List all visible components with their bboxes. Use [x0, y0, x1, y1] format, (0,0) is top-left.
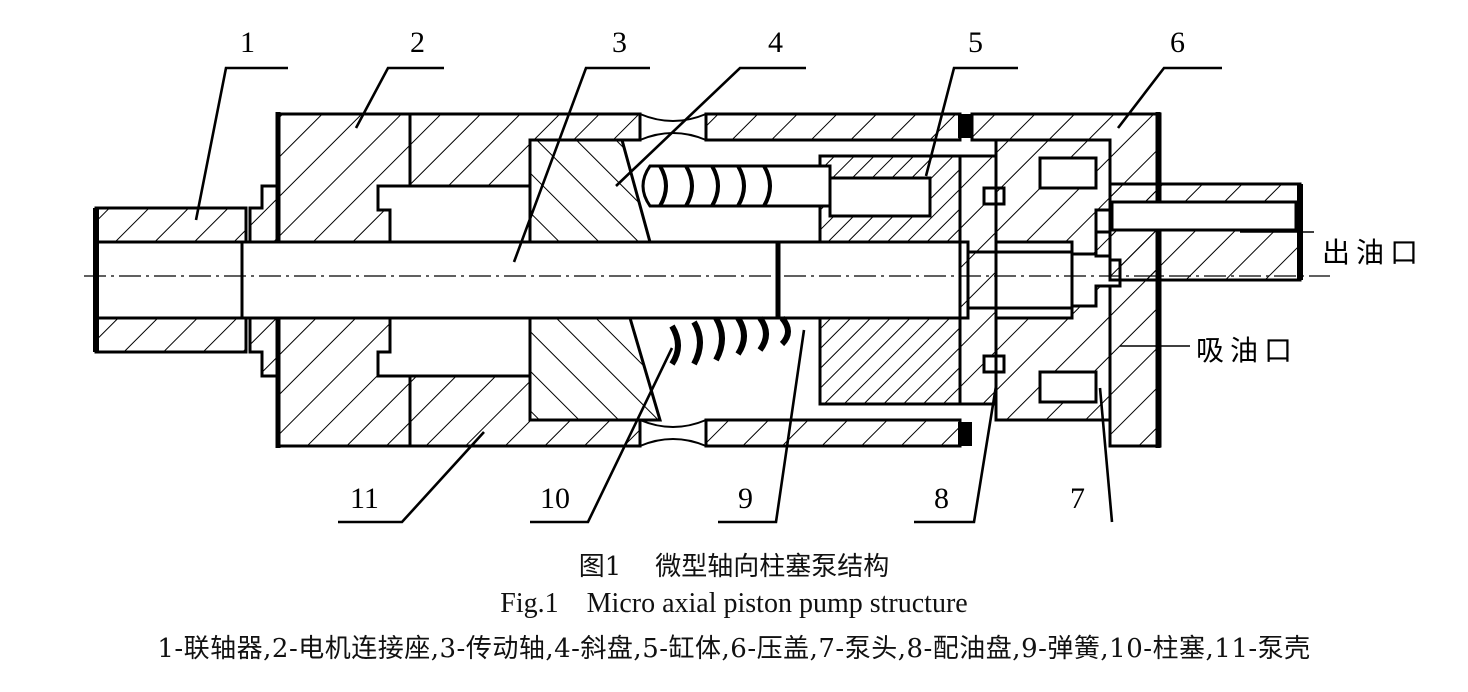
caption-cn-title: 微型轴向柱塞泵结构: [655, 552, 890, 582]
pump-head: [994, 138, 1112, 422]
pump-cross-section-drawing: 1 2 3 4 5 6 11 10 9 8 7 出油口 吸油口: [84, 26, 1424, 524]
label-4: 4: [768, 26, 783, 59]
label-6: 6: [1170, 26, 1185, 59]
leader-lines: [194, 66, 1314, 524]
caption-english: Fig.1 Micro axial piston pump structure: [0, 588, 1468, 620]
caption-en-title: Micro axial piston pump structure: [586, 588, 968, 619]
pump-housing: [408, 112, 962, 448]
cylinder-block: [818, 154, 962, 406]
label-5: 5: [968, 26, 983, 59]
valve-plate: [958, 114, 1006, 446]
spring-lower: [669, 316, 791, 366]
label-9: 9: [738, 482, 753, 515]
caption-cn-figure-number: 图1: [578, 552, 622, 582]
label-2: 2: [410, 26, 425, 59]
label-7: 7: [1070, 482, 1085, 515]
inlet-port-label: 吸油口: [1196, 334, 1298, 367]
label-8: 8: [934, 482, 949, 515]
piston-upper: [641, 164, 832, 208]
label-10: 10: [540, 482, 570, 515]
caption-parts-legend: 1-联轴器,2-电机连接座,3-传动轴,4-斜盘,5-缸体,6-压盖,7-泵头,…: [157, 634, 1311, 664]
outlet-port-label: 出油口: [1322, 236, 1424, 269]
caption-en-figure-number: Fig.1: [500, 588, 559, 619]
label-1: 1: [240, 26, 255, 59]
label-11: 11: [350, 482, 379, 515]
outlet-fitting: [1094, 182, 1303, 282]
motor-mount-seat: [248, 112, 412, 448]
label-3: 3: [612, 26, 627, 59]
drive-shaft: [240, 240, 1074, 320]
coupling: [93, 206, 248, 354]
caption-chinese: 图1 微型轴向柱塞泵结构: [0, 546, 1468, 583]
